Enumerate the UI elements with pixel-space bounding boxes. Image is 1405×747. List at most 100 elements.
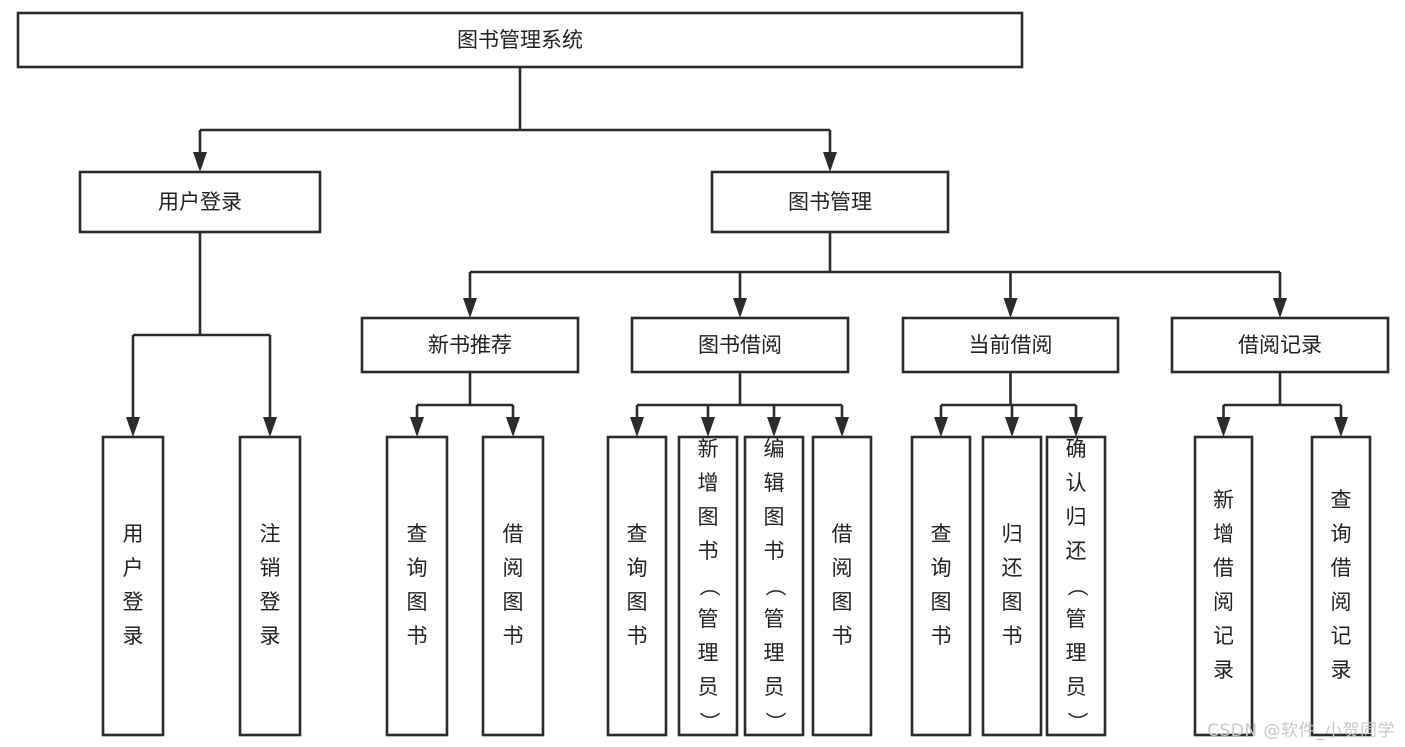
edge-book-mgmt-arrow-3 [1273,298,1287,318]
svg-text:管: 管 [764,607,785,631]
svg-text:图: 图 [698,505,719,529]
svg-text:（: （ [763,576,787,597]
node-box [1310,435,1372,737]
node-box [630,316,850,374]
svg-text:记: 记 [1213,624,1234,648]
node-box [901,316,1120,374]
svg-text:书: 书 [1002,624,1023,648]
svg-text:新: 新 [698,437,719,461]
svg-text:登: 登 [123,590,144,614]
node-box [385,435,449,737]
svg-text:还: 还 [1066,539,1087,563]
svg-text:增: 增 [698,471,719,495]
edge-new-book-arrow-0 [410,417,424,437]
edge-current-arrow-1 [1005,417,1019,437]
node-label: 图书借阅 [698,333,782,357]
edges-layer [126,67,1348,437]
svg-text:员: 员 [764,675,785,699]
node-label: 借阅记录 [1238,333,1322,357]
node-box [1170,316,1390,374]
svg-text:记: 记 [1331,624,1352,648]
svg-text:图: 图 [627,590,648,614]
node-box [743,435,805,737]
node-box [1045,435,1107,737]
node-level1-1[interactable]: 图书管理 [710,170,950,234]
svg-text:管: 管 [698,607,719,631]
node-label: 用户登录 [158,190,242,214]
node-level2-1[interactable]: 图书借阅 [630,316,850,374]
svg-text:用: 用 [123,522,144,546]
nodes-layer: 用户登录图书管理新书推荐图书借阅当前借阅借阅记录图书管理系统用户登录注销登录查询… [16,11,1390,737]
svg-text:书: 书 [698,539,719,563]
node-box [360,316,580,374]
svg-text:图: 图 [832,590,853,614]
svg-text:图: 图 [503,590,524,614]
svg-text:增: 增 [1213,522,1234,546]
edge-current-arrow-0 [934,417,948,437]
svg-text:图: 图 [931,590,952,614]
node-box [910,435,972,737]
svg-text:书: 书 [832,624,853,648]
node-root-0[interactable]: 图书管理系统 [16,11,1024,69]
svg-text:书: 书 [407,624,428,648]
svg-text:查: 查 [1331,488,1352,512]
edge-borrow-arrow-0 [630,417,644,437]
node-box [101,435,165,737]
node-level2-2[interactable]: 当前借阅 [901,316,1120,374]
edge-new-book-arrow-1 [506,417,520,437]
svg-text:录: 录 [1331,658,1352,682]
svg-text:）: ） [697,712,721,733]
svg-text:户: 户 [123,556,144,580]
svg-text:新: 新 [1213,488,1234,512]
node-level2-0[interactable]: 新书推荐 [360,316,580,374]
svg-text:借: 借 [1331,556,1352,580]
svg-text:查: 查 [627,522,648,546]
svg-text:图: 图 [407,590,428,614]
edge-user-login-arrow-0 [126,417,140,437]
leaf-node-0[interactable]: 用户登录 [101,435,165,737]
svg-text:借: 借 [503,522,524,546]
svg-text:书: 书 [931,624,952,648]
svg-text:录: 录 [123,624,144,648]
svg-text:图: 图 [1002,590,1023,614]
edge-root-arrow-0 [193,152,207,172]
svg-text:归: 归 [1066,505,1087,529]
svg-text:询: 询 [931,556,952,580]
svg-text:确: 确 [1066,437,1087,461]
svg-text:阅: 阅 [1213,590,1234,614]
node-level2-3[interactable]: 借阅记录 [1170,316,1390,374]
edge-current-arrow-2 [1069,417,1083,437]
node-box [677,435,739,737]
svg-text:）: ） [763,712,787,733]
svg-text:阅: 阅 [503,556,524,580]
svg-text:书: 书 [627,624,648,648]
svg-text:询: 询 [407,556,428,580]
node-level1-0[interactable]: 用户登录 [78,170,322,234]
svg-text:登: 登 [260,590,281,614]
svg-text:认: 认 [1066,471,1087,495]
edge-root-arrow-1 [823,152,837,172]
node-box [78,170,322,234]
edge-user-login-arrow-1 [263,417,277,437]
